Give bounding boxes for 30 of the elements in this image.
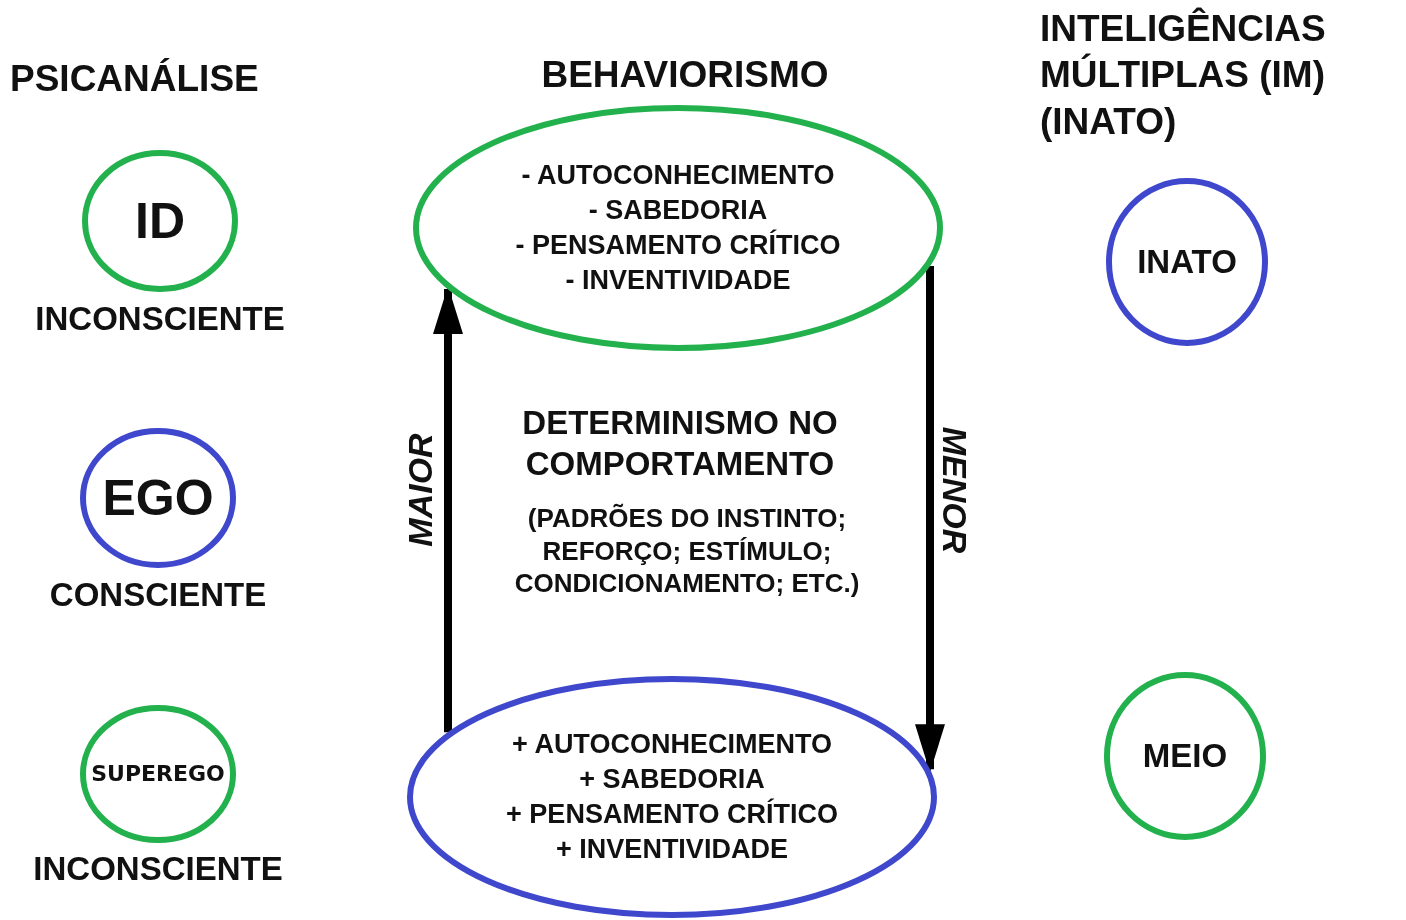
node-text: + PENSAMENTO CRÍTICO bbox=[506, 797, 838, 831]
node-text: EGO bbox=[102, 468, 214, 528]
circle-node bbox=[82, 150, 238, 292]
circle-node bbox=[1106, 178, 1268, 346]
caption-text: CONSCIENTE bbox=[48, 575, 268, 615]
node-text: SUPEREGO bbox=[91, 759, 225, 788]
center-text: DETERMINISMO NO COMPORTAMENTO bbox=[521, 403, 839, 485]
circle-node bbox=[1104, 672, 1266, 840]
ellipse-node bbox=[407, 676, 937, 918]
node-text: + AUTOCONHECIMENTO bbox=[512, 727, 832, 761]
circle-node bbox=[80, 428, 236, 568]
center-text: (PADRÕES DO INSTINTO; REFORÇO; ESTÍMULO; CONDICIONAMENTO; ETC.) bbox=[513, 502, 861, 600]
circle-node bbox=[80, 705, 236, 843]
column-heading: INTELIGÊNCIAS MÚLTIPLAS (IM) (INATO) bbox=[1040, 6, 1327, 144]
column-heading: PSICANÁLISE bbox=[10, 57, 260, 101]
column-heading: BEHAVIORISMO bbox=[540, 53, 830, 97]
node-text: - PENSAMENTO CRÍTICO bbox=[515, 228, 841, 262]
edge-label: MENOR bbox=[934, 426, 974, 554]
node-text: - INVENTIVIDADE bbox=[565, 264, 791, 298]
node-text: MEIO bbox=[1142, 735, 1228, 776]
ellipse-node bbox=[413, 105, 943, 351]
node-text: + SABEDORIA bbox=[579, 762, 765, 796]
caption-text: INCONSCIENTE bbox=[32, 849, 284, 889]
node-text: ID bbox=[135, 191, 185, 251]
node-text: - SABEDORIA bbox=[588, 193, 768, 227]
edge-label: MAIOR bbox=[400, 433, 440, 547]
node-text: - AUTOCONHECIMENTO bbox=[521, 158, 835, 192]
caption-text: INCONSCIENTE bbox=[34, 299, 286, 339]
node-text: + INVENTIVIDADE bbox=[556, 833, 788, 867]
node-text: INATO bbox=[1137, 241, 1237, 282]
